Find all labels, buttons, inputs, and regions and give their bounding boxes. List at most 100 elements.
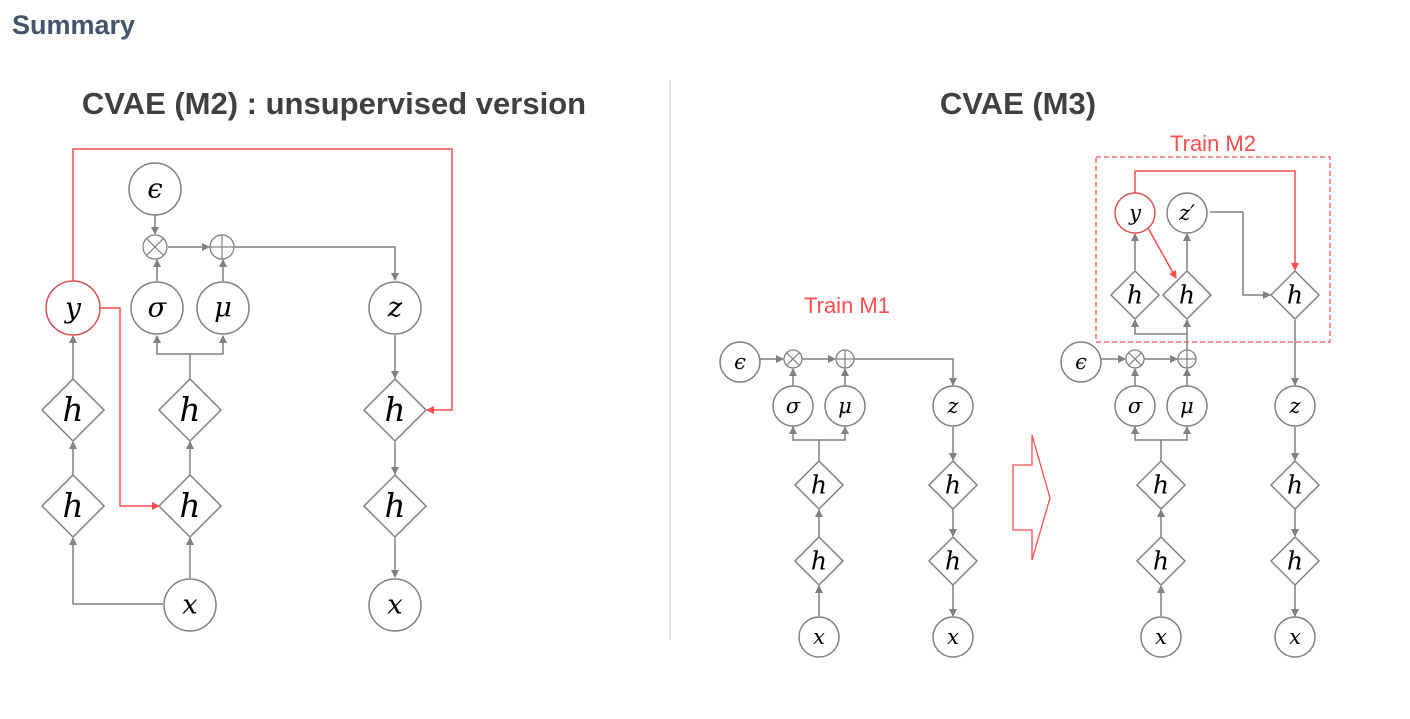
h-node: h [1109,269,1161,321]
x-output-node: x [1274,616,1316,658]
h-node: h [927,459,979,511]
h-node: h [1135,459,1187,511]
y-node: y [1114,192,1156,234]
edge [235,246,399,281]
add-op-icon [835,349,855,369]
epsilon-node-label: ϵ [147,174,162,205]
z-node-label: z [1288,394,1301,418]
epsilon-node-label: ϵ [1075,350,1087,374]
h-node: h [1135,535,1187,587]
edge [1131,319,1187,335]
h-node-label: h [1153,471,1169,500]
x-input-node-label: x [1155,625,1167,649]
x-output-node: x [932,616,974,658]
h-node-label: h [180,391,201,429]
z-node-label: z [946,394,959,418]
sigma-node: σ [1114,385,1156,427]
mu-node-label: μ [838,394,852,418]
mu-node: μ [1166,385,1208,427]
h-node-label: h [1153,547,1169,576]
h-node-label: h [945,547,961,576]
y-to-encoder-edge [100,307,160,510]
mu-node-label: μ [1180,394,1194,418]
x-input-node: x [798,616,840,658]
edge [854,358,957,386]
edge [1161,426,1191,441]
edge [190,335,227,355]
edge [789,426,820,461]
mu-node: μ [824,385,866,427]
h-node-label: h [385,391,406,429]
m2-diagram-title: CVAE (M2) : unsupervised version [81,86,587,121]
h-node: h [40,377,106,443]
h-node-label: h [811,547,827,576]
z-node: z [932,385,974,427]
page-title: Summary [12,10,136,40]
sigma-node-label: σ [786,394,801,418]
x-output-node-label: x [947,625,959,649]
zprime-to-h-edge [1210,211,1271,299]
h-node: h [1269,269,1321,321]
m3-diagram-title: CVAE (M3) [939,86,1097,121]
h-node: h [793,535,845,587]
h-node-label: h [1179,281,1195,310]
h-node: h [362,473,428,539]
y-to-decoder-edge [72,148,453,414]
train-m2-label: Train M2 [1170,131,1256,156]
epsilon-node: ϵ [1060,341,1102,383]
h-node: h [1269,459,1321,511]
multiply-op-icon [1125,349,1145,369]
sigma-node-label: σ [148,293,168,324]
mu-node: μ [196,281,250,335]
x-output-node-label: x [387,590,402,621]
sigma-node-label: σ [1128,394,1143,418]
y-node: y [45,280,101,336]
z-node-label: z [387,293,403,324]
multiply-op-icon [783,349,803,369]
h-node-label: h [1287,547,1303,576]
train-m1-label: Train M1 [804,293,890,318]
sigma-node: σ [130,281,184,335]
y-to-h-edge [1147,227,1177,279]
h-node: h [157,473,223,539]
transition-arrow-icon [1012,434,1051,561]
epsilon-node-label: ϵ [734,350,746,374]
h-node: h [793,459,845,511]
h-node-label: h [945,471,961,500]
h-node: h [1269,535,1321,587]
z-node: z [368,281,422,335]
epsilon-node: ϵ [719,341,761,383]
h-node-label: h [1127,281,1143,310]
x-output-node-label: x [1289,625,1301,649]
x-to-h-edge [69,537,163,605]
y-node-label: y [63,292,82,325]
z-prime-node: z′ [1166,192,1208,234]
x-input-node: x [1140,616,1182,658]
h-node: h [927,535,979,587]
y-to-decoder-edge [1134,170,1299,271]
add-op-icon [1177,349,1197,369]
h-node: h [157,377,223,443]
sigma-node: σ [772,385,814,427]
h-node-label: h [63,391,84,429]
edge [153,335,191,379]
h-node: h [362,377,428,443]
x-output-node: x [368,578,422,632]
h-node: h [40,473,106,539]
x-input-node: x [163,578,217,632]
x-input-node-label: x [182,590,197,621]
h-node-label: h [180,487,201,525]
x-input-node-label: x [813,625,825,649]
h-node-label: h [1287,281,1303,310]
edge [1131,426,1162,461]
h-node-label: h [1287,471,1303,500]
add-op-icon [209,234,235,260]
mu-node-label: μ [214,293,232,324]
multiply-op-icon [142,234,168,260]
y-node-label: y [1128,201,1142,225]
z-prime-node-label: z′ [1178,201,1195,225]
train-m2-box [1095,156,1331,343]
h-node-label: h [63,487,84,525]
h-node: h [1161,269,1213,321]
